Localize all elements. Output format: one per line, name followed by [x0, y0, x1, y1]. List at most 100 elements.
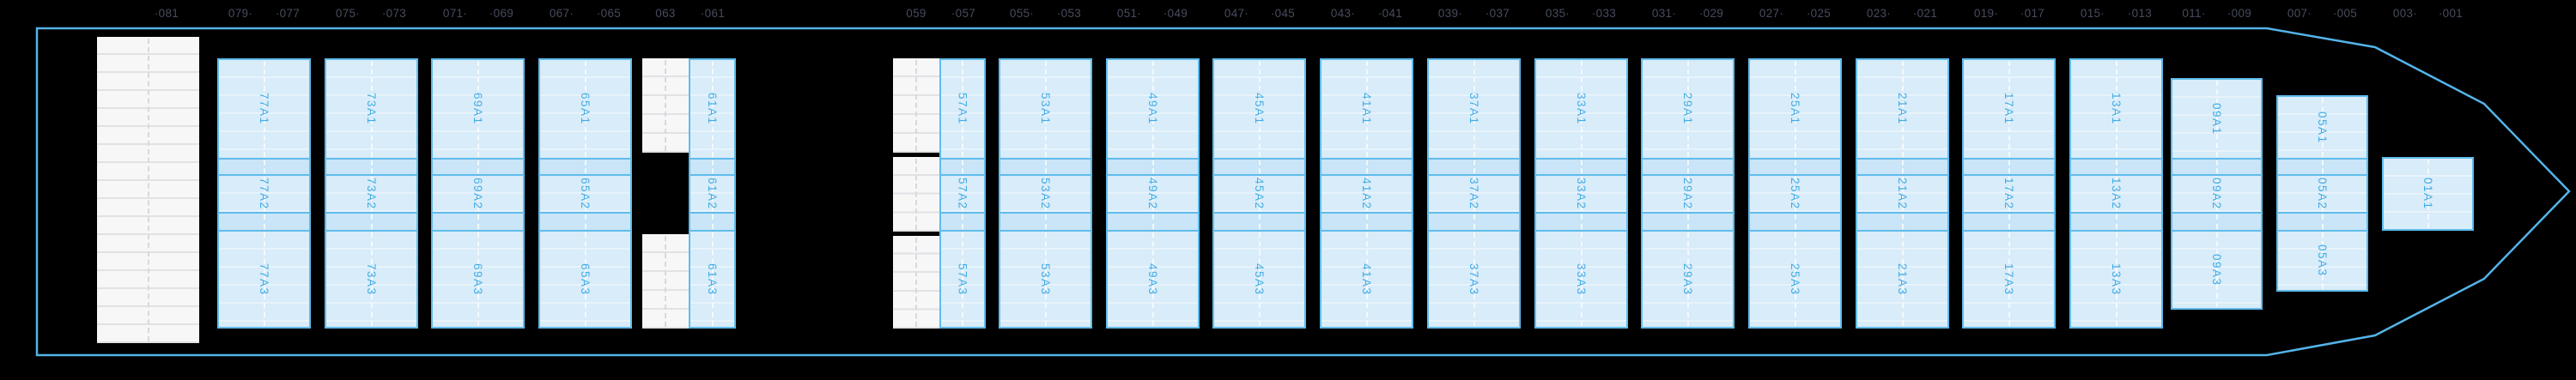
bay-cell-05A2[interactable]: 05A2: [2276, 174, 2368, 214]
bay-cell-17A3[interactable]: 17A3: [1962, 230, 2056, 329]
bay-cell-49A1[interactable]: 49A1: [1106, 58, 1200, 160]
axis-tick-label: ·013: [2127, 7, 2153, 20]
axis-tick-label: 003·: [2392, 7, 2418, 20]
bay-cell-21A1[interactable]: 21A1: [1856, 58, 1949, 160]
bay-cell-label: 25A2: [1789, 178, 1801, 210]
bay-cell-label: 25A3: [1789, 262, 1801, 296]
bay-37-separator: [1427, 158, 1521, 176]
bay-cell-77A2[interactable]: 77A2: [217, 174, 311, 214]
bay-77-separator: [217, 158, 311, 176]
bay-cell-73A1[interactable]: 73A1: [325, 58, 418, 160]
bay-29-separator: [1641, 158, 1735, 176]
bay-cell-45A1[interactable]: 45A1: [1212, 58, 1306, 160]
bay-cell-45A3[interactable]: 45A3: [1212, 230, 1306, 329]
bay-69-separator: [431, 158, 525, 176]
bay-cell-21A3[interactable]: 21A3: [1856, 230, 1949, 329]
bay-61-separator: [689, 212, 736, 232]
bay-cell-01A1[interactable]: 01A1: [2382, 157, 2474, 231]
bay-cell-53A2[interactable]: 53A2: [999, 174, 1092, 214]
bay-cell-25A2[interactable]: 25A2: [1748, 174, 1842, 214]
bay-25-separator: [1748, 212, 1842, 232]
bay-cell-09A3[interactable]: 09A3: [2171, 230, 2263, 310]
bay-cell-53A3[interactable]: 53A3: [999, 230, 1092, 329]
axis-tick-label: 015·: [2080, 7, 2105, 20]
bay-37-column: 37A1 37A2 37A3: [1427, 58, 1521, 329]
bay-cell-17A1[interactable]: 17A1: [1962, 58, 2056, 160]
bay-cell-29A1[interactable]: 29A1: [1641, 58, 1735, 160]
bay-cell-69A2[interactable]: 69A2: [431, 174, 525, 214]
bay-cell-61A2[interactable]: 61A2: [689, 174, 736, 214]
bay-cell-37A3[interactable]: 37A3: [1427, 230, 1521, 329]
bay-cell-69A1[interactable]: 69A1: [431, 58, 525, 160]
hull-polygon: [35, 27, 2571, 357]
bay-cell-61A1[interactable]: 61A1: [689, 58, 736, 160]
bay-cell-label: 61A1: [706, 93, 719, 125]
hold-grid-61-port-top: [642, 58, 689, 153]
bay-cell-57A1[interactable]: 57A1: [939, 58, 986, 160]
bay-cell-57A2[interactable]: 57A2: [939, 174, 986, 214]
bay-cell-73A3[interactable]: 73A3: [325, 230, 418, 329]
axis-tick-label: 055·: [1009, 7, 1035, 20]
axis-tick-label: 075·: [335, 7, 361, 20]
bay-cell-label: 41A1: [1360, 93, 1373, 125]
bay-cell-33A1[interactable]: 33A1: [1534, 58, 1628, 160]
bay-cell-13A3[interactable]: 13A3: [2069, 230, 2163, 329]
bay-cell-37A2[interactable]: 37A2: [1427, 174, 1521, 214]
bay-29-separator: [1641, 212, 1735, 232]
bay-cell-25A1[interactable]: 25A1: [1748, 58, 1842, 160]
bay-cell-09A1[interactable]: 09A1: [2171, 78, 2263, 160]
axis-tick-label: ·021: [1912, 7, 1938, 20]
bay-cell-label: 33A2: [1575, 178, 1588, 210]
bay-cell-41A2[interactable]: 41A2: [1320, 174, 1413, 214]
bay-cell-label: 05A1: [2316, 111, 2329, 144]
bay-cell-13A2[interactable]: 13A2: [2069, 174, 2163, 214]
bay-cell-05A3[interactable]: 05A3: [2276, 230, 2368, 292]
bay-25-separator: [1748, 158, 1842, 176]
hold-grid-57-port-top: [893, 58, 939, 153]
bay-cell-label: 65A3: [579, 262, 592, 296]
bay-cell-45A2[interactable]: 45A2: [1212, 174, 1306, 214]
bay-cell-77A3[interactable]: 77A3: [217, 230, 311, 329]
bay-cell-29A3[interactable]: 29A3: [1641, 230, 1735, 329]
axis-tick-label: 063: [655, 7, 676, 20]
bay-cell-label: 57A2: [956, 178, 969, 210]
bay-cell-41A3[interactable]: 41A3: [1320, 230, 1413, 329]
bay-cell-label: 69A2: [471, 178, 484, 210]
axis-tick-label: 071·: [442, 7, 468, 20]
bay-cell-17A2[interactable]: 17A2: [1962, 174, 2056, 214]
axis-tick-label: 051·: [1116, 7, 1142, 20]
bay-cell-label: 29A2: [1681, 178, 1694, 210]
bay-cell-29A2[interactable]: 29A2: [1641, 174, 1735, 214]
axis-tick-label: ·053: [1056, 7, 1082, 20]
bay-cell-33A2[interactable]: 33A2: [1534, 174, 1628, 214]
bay-cell-77A1[interactable]: 77A1: [217, 58, 311, 160]
bay-cell-05A1[interactable]: 05A1: [2276, 95, 2368, 160]
axis-tick-label: 007·: [2287, 7, 2312, 20]
bay-cell-09A2[interactable]: 09A2: [2171, 174, 2263, 214]
bay-cell-37A1[interactable]: 37A1: [1427, 58, 1521, 160]
bay-cell-69A3[interactable]: 69A3: [431, 230, 525, 329]
bay-cell-65A3[interactable]: 65A3: [538, 230, 632, 329]
bay-cell-label: 21A2: [1896, 178, 1909, 210]
hold-grid-57-port-mid: [893, 157, 939, 232]
bay-cell-65A2[interactable]: 65A2: [538, 174, 632, 214]
bay-57-column: 57A1 57A2 57A3: [939, 58, 986, 329]
bay-33-column: 33A1 33A2 33A3: [1534, 58, 1628, 329]
bay-cell-41A1[interactable]: 41A1: [1320, 58, 1413, 160]
bay-cell-49A3[interactable]: 49A3: [1106, 230, 1200, 329]
bay-33-separator: [1534, 158, 1628, 176]
axis-tick-label: ·045: [1270, 7, 1296, 20]
bay-cell-65A1[interactable]: 65A1: [538, 58, 632, 160]
bay-cell-label: 65A2: [579, 178, 592, 210]
bay-cell-53A1[interactable]: 53A1: [999, 58, 1092, 160]
bay-cell-label: 73A1: [365, 93, 378, 125]
bay-cell-21A2[interactable]: 21A2: [1856, 174, 1949, 214]
bay-cell-25A3[interactable]: 25A3: [1748, 230, 1842, 329]
bay-cell-57A3[interactable]: 57A3: [939, 230, 986, 329]
bay-cell-73A2[interactable]: 73A2: [325, 174, 418, 214]
bay-cell-61A3[interactable]: 61A3: [689, 230, 736, 329]
bay-cell-label: 41A3: [1360, 262, 1373, 296]
bay-cell-33A3[interactable]: 33A3: [1534, 230, 1628, 329]
bay-cell-49A2[interactable]: 49A2: [1106, 174, 1200, 214]
bay-cell-13A1[interactable]: 13A1: [2069, 58, 2163, 160]
